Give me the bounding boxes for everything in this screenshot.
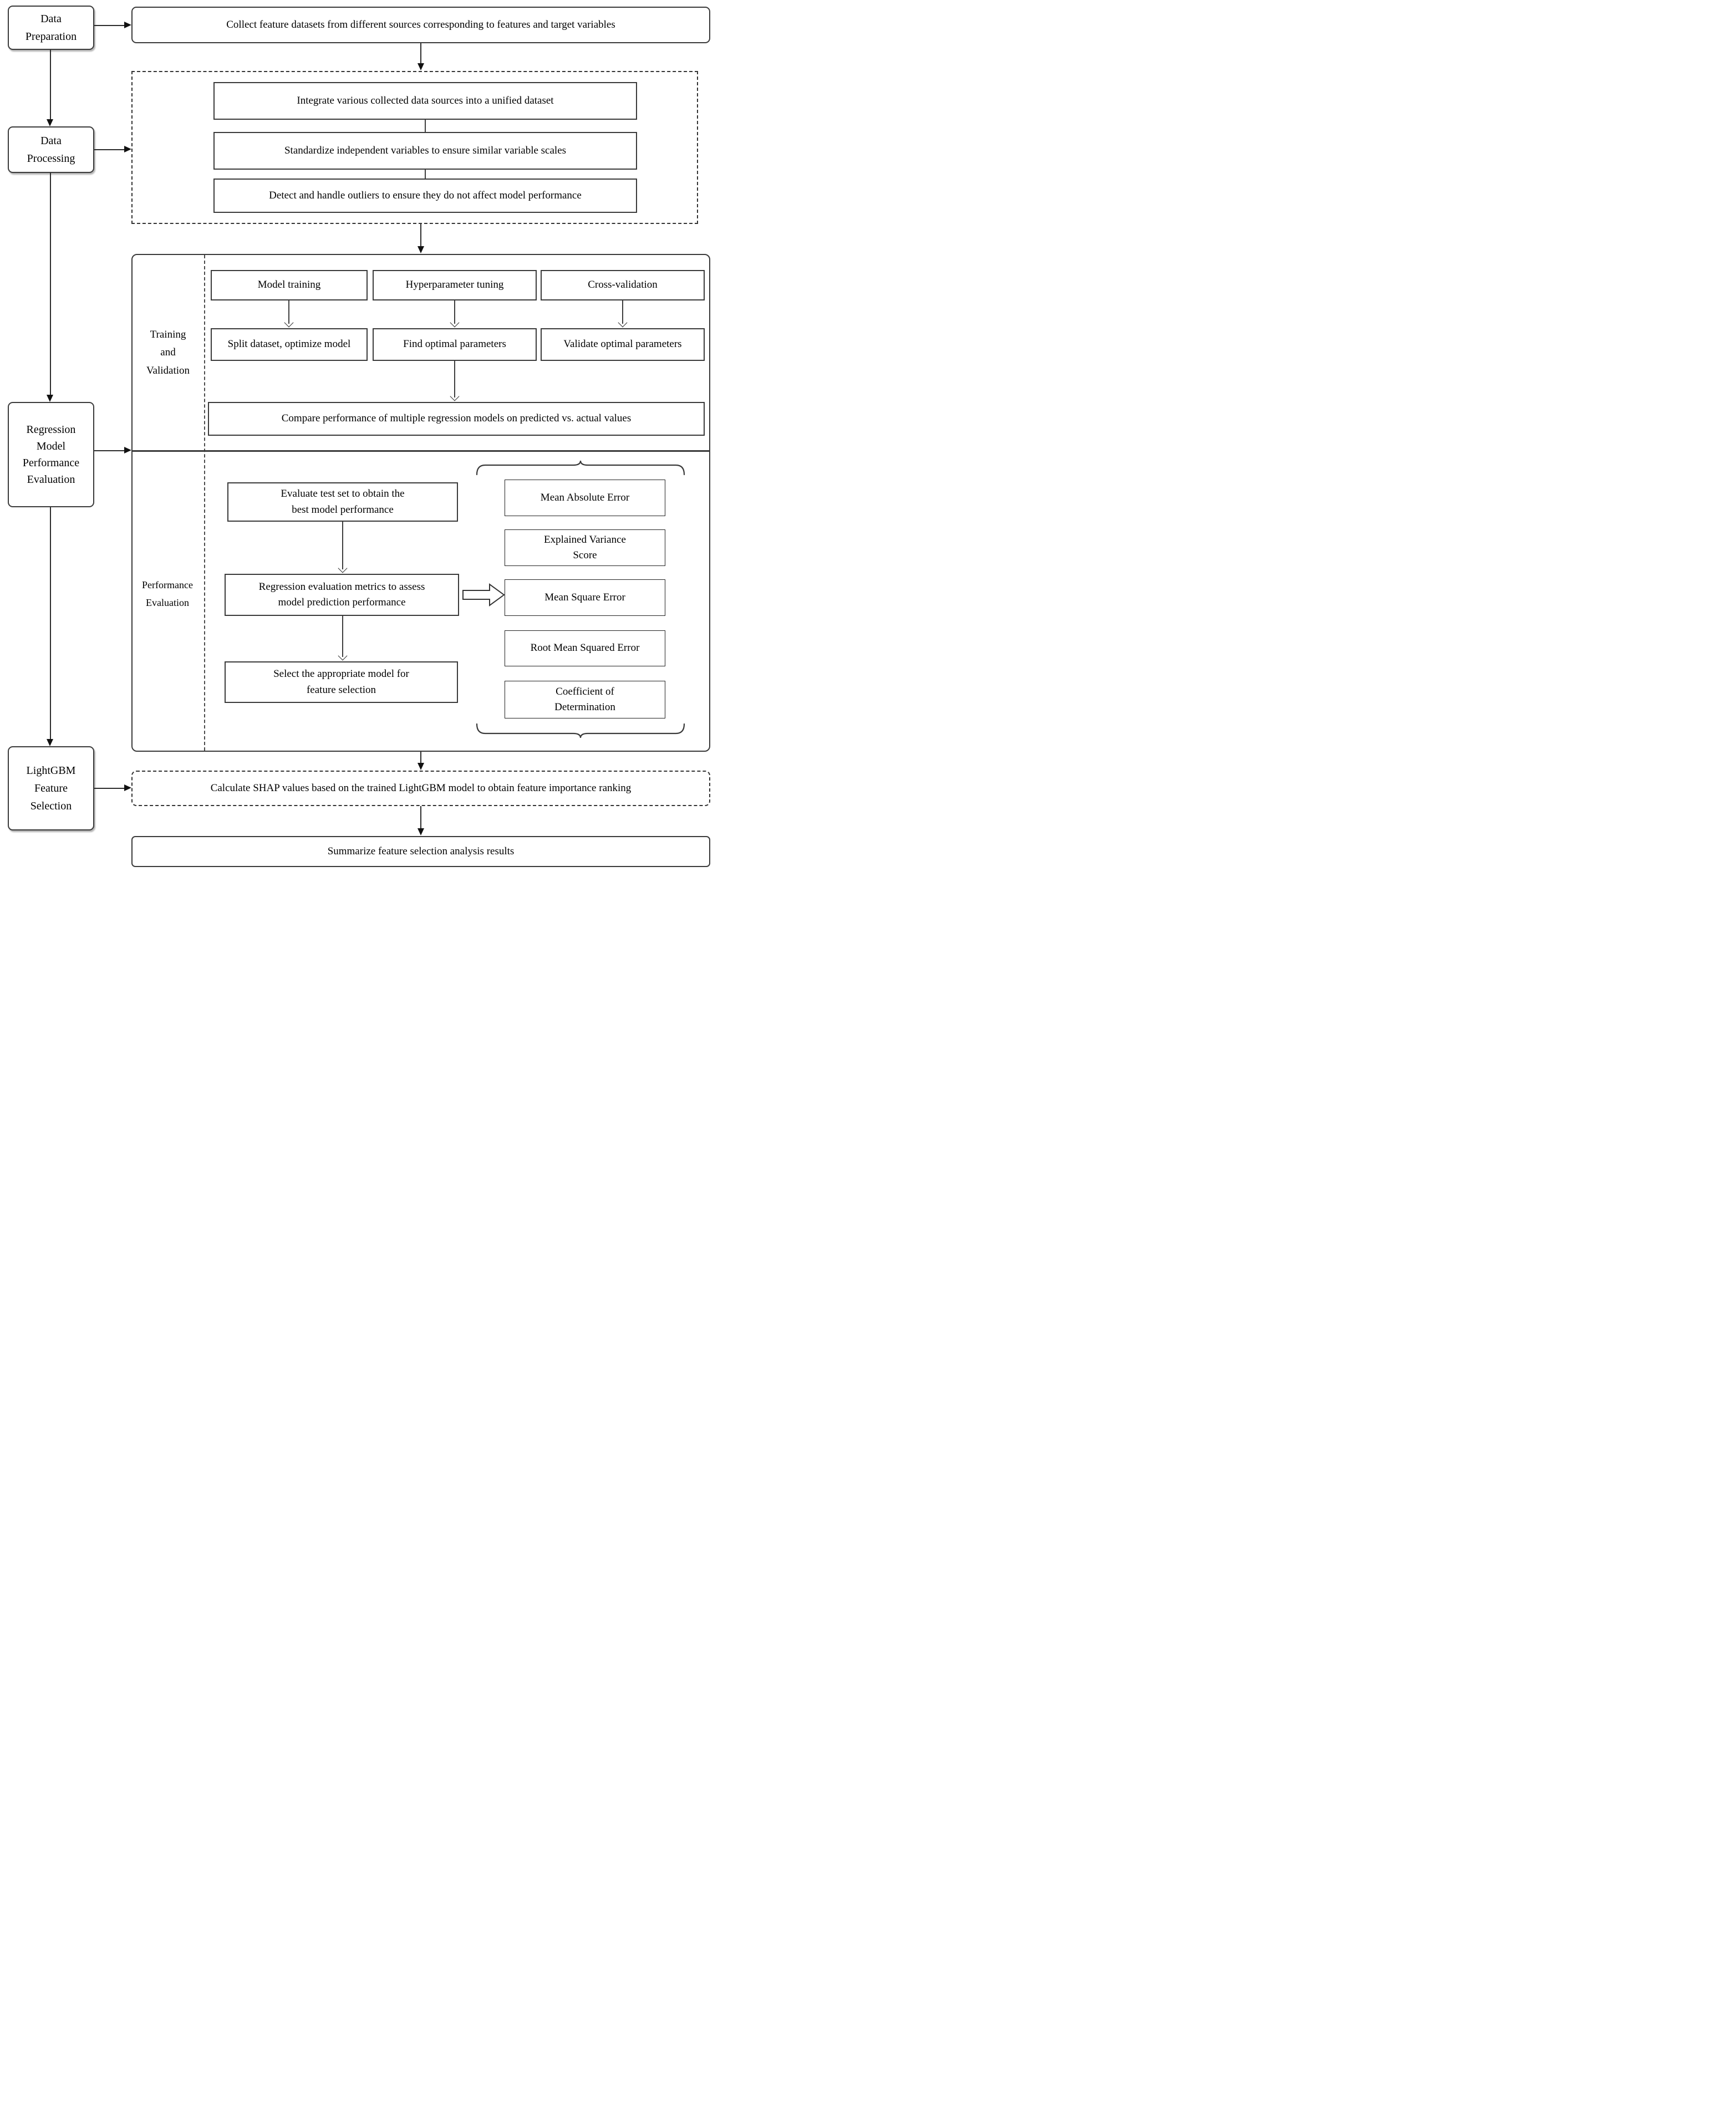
metric-mean-square-error: Mean Square Error bbox=[505, 579, 665, 616]
arrowhead-right-icon bbox=[124, 447, 131, 453]
flowchart-canvas: Data Preparation Data Processing Regress… bbox=[0, 0, 718, 870]
under-brace-icon bbox=[476, 723, 685, 738]
over-brace-icon bbox=[476, 460, 685, 476]
split-dataset-box: Split dataset, optimize model bbox=[211, 328, 368, 361]
metric-explained-variance-score: Explained Variance Score bbox=[505, 529, 665, 566]
arrowhead-down-icon bbox=[417, 63, 424, 70]
data-processing-group bbox=[131, 71, 698, 224]
connector-step2-step3 bbox=[425, 170, 426, 179]
flow-collect-to-processing bbox=[420, 43, 421, 64]
arrow-metrics-select bbox=[342, 616, 343, 657]
arrow-prep-to-collect bbox=[94, 25, 124, 26]
stage-data-processing: Data Processing bbox=[8, 126, 94, 173]
summarize-results-box: Summarize feature selection analysis res… bbox=[131, 836, 710, 867]
processing-step-standardize: Standardize independent variables to ens… bbox=[213, 132, 637, 170]
arrow-evaluate-metrics bbox=[342, 522, 343, 569]
metric-root-mean-squared-error: Root Mean Squared Error bbox=[505, 630, 665, 666]
regression-metrics-box: Regression evaluation metrics to assess … bbox=[225, 574, 459, 616]
arrowhead-down-icon bbox=[47, 119, 53, 126]
collect-datasets-box: Collect feature datasets from different … bbox=[131, 7, 710, 43]
connector-step1-step2 bbox=[425, 120, 426, 132]
select-model-box: Select the appropriate model for feature… bbox=[225, 661, 458, 703]
arrowhead-down-icon bbox=[47, 395, 53, 402]
flow-bigbox-to-shap bbox=[420, 752, 421, 763]
arrowhead-right-icon bbox=[124, 22, 131, 28]
stage-data-preparation: Data Preparation bbox=[8, 6, 94, 50]
arrow-tuning-find bbox=[454, 300, 455, 324]
label-separator-dashed-line bbox=[204, 255, 205, 751]
processing-step-outliers: Detect and handle outliers to ensure the… bbox=[213, 179, 637, 213]
validate-optimal-parameters-box: Validate optimal parameters bbox=[541, 328, 705, 361]
model-training-box: Model training bbox=[211, 270, 368, 300]
connector-processing-to-regeval bbox=[50, 173, 51, 396]
stage-regression-model-performance-evaluation: Regression Model Performance Evaluation bbox=[8, 402, 94, 507]
arrowhead-down-icon bbox=[417, 246, 424, 253]
performance-evaluation-label: Performance Evaluation bbox=[142, 579, 193, 608]
stage-lightgbm-feature-selection: LightGBM Feature Selection bbox=[8, 746, 94, 830]
flow-shap-to-summarize bbox=[420, 806, 421, 829]
arrowhead-down-icon bbox=[417, 763, 424, 770]
shap-calculation-box: Calculate SHAP values based on the train… bbox=[131, 771, 710, 806]
metric-coefficient-of-determination: Coefficient of Determination bbox=[505, 681, 665, 718]
compare-performance-box: Compare performance of multiple regressi… bbox=[208, 402, 705, 436]
arrow-training-split bbox=[288, 300, 289, 324]
training-performance-divider bbox=[133, 450, 709, 452]
cross-validation-box: Cross-validation bbox=[541, 270, 705, 300]
arrow-lightgbm-to-shap bbox=[94, 788, 124, 789]
connector-prep-to-processing bbox=[50, 50, 51, 120]
arrowhead-right-icon bbox=[124, 784, 131, 791]
connector-regeval-to-lightgbm bbox=[50, 507, 51, 740]
training-validation-label: Training and Validation bbox=[146, 329, 190, 376]
hyperparameter-tuning-box: Hyperparameter tuning bbox=[373, 270, 537, 300]
arrowhead-down-icon bbox=[417, 828, 424, 835]
arrowhead-right-icon bbox=[124, 146, 131, 152]
block-arrow-right-icon bbox=[462, 583, 505, 606]
arrow-regeval-to-bigbox bbox=[94, 450, 124, 451]
evaluate-test-set-box: Evaluate test set to obtain the best mod… bbox=[227, 482, 458, 522]
arrow-processing-to-steps bbox=[94, 149, 124, 150]
flow-processing-to-bigbox bbox=[420, 224, 421, 247]
arrow-find-compare bbox=[454, 361, 455, 397]
metric-mean-absolute-error: Mean Absolute Error bbox=[505, 480, 665, 516]
find-optimal-parameters-box: Find optimal parameters bbox=[373, 328, 537, 361]
processing-step-integrate: Integrate various collected data sources… bbox=[213, 82, 637, 120]
arrow-crossval-validate bbox=[622, 300, 623, 324]
arrowhead-down-icon bbox=[47, 739, 53, 746]
